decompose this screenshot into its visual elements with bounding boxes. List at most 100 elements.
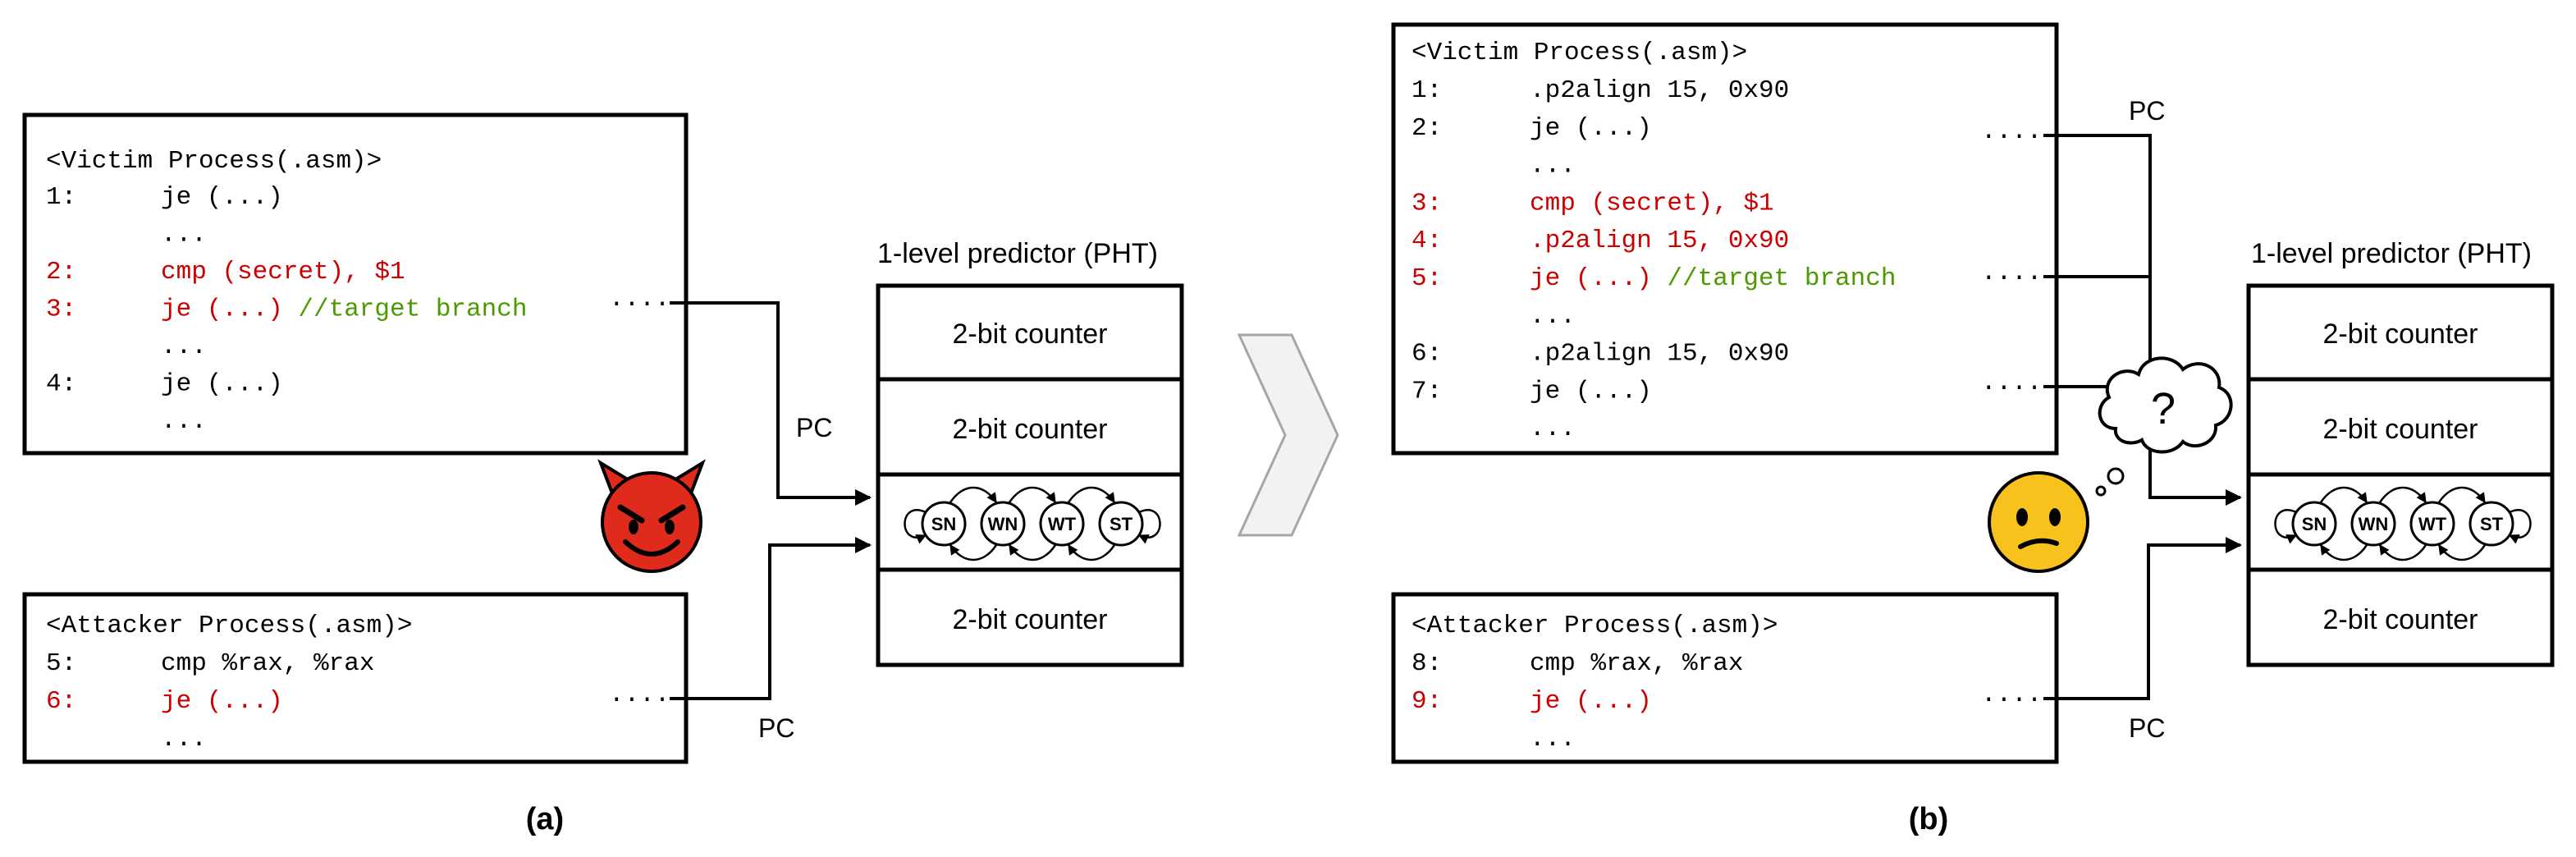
code-line-number: 3:	[1412, 189, 1442, 218]
fsm-transition-up	[1067, 486, 1116, 504]
pht-table: 2-bit counter 2-bit counter 2-bit counte…	[876, 283, 1184, 667]
code-line-text: cmp (secret), $1	[161, 258, 405, 286]
pht-cell-label: 2-bit counter	[953, 414, 1108, 445]
fsm-transition-up	[949, 486, 998, 504]
code-line-number: 5:	[46, 649, 76, 678]
pc-label-attacker: PC	[758, 713, 794, 743]
attacker-process-box: <Attacker Process(.asm)> 8:cmp %rax, %ra…	[1391, 592, 2059, 764]
code-line-text: cmp %rax, %rax	[1530, 649, 1743, 678]
code-line-text: cmp %rax, %rax	[161, 649, 374, 678]
code-line-text: .p2align 15, 0x90	[1530, 227, 1789, 255]
fsm-state-label: WN	[988, 514, 1018, 534]
victim-dots: ....	[1981, 259, 2042, 287]
fsm-transition-down	[2319, 543, 2368, 561]
code-line-text: ...	[1530, 302, 1576, 331]
pht-cell-label: 2-bit counter	[953, 604, 1108, 635]
code-line-number: 6:	[46, 687, 76, 716]
fsm-self-loop	[2508, 509, 2532, 544]
attacker-pc-wire	[670, 537, 872, 700]
victim-code-lines: 1: .p2align 15, 0x90 2: je (...)... 3: cmp (s…	[1412, 76, 1896, 443]
attacker-process-title: <Attacker Process(.asm)>	[1412, 612, 1778, 640]
code-line-text: je (...)	[161, 296, 283, 324]
fsm-transition-up	[2378, 486, 2427, 504]
fsm-state-label: WN	[2359, 514, 2389, 534]
fsm-state-label: WT	[2418, 514, 2447, 534]
pht-cell-label: 2-bit counter	[2323, 604, 2478, 635]
fsm-state-label: SN	[931, 514, 957, 534]
code-line-number: 1:	[1412, 76, 1442, 105]
code-line-text: ...	[1530, 725, 1576, 754]
fsm-transition-down	[949, 543, 998, 561]
fsm-state	[2468, 501, 2514, 547]
pc-label-victim: PC	[796, 413, 832, 442]
pht-cell	[2246, 377, 2555, 477]
code-line-text: ...	[1530, 415, 1576, 443]
caption-b: (b)	[1909, 802, 1949, 836]
code-line-text: je (...)	[1530, 377, 1652, 406]
fsm-state	[1039, 501, 1085, 547]
victim-dots: ....	[609, 285, 670, 314]
victim-dots: ....	[1981, 369, 2042, 397]
code-line-text: je (...)	[161, 687, 283, 716]
code-line-text: .p2align 15, 0x90	[1530, 340, 1789, 369]
fsm-transition-up	[1008, 486, 1057, 504]
thought-cloud-icon: ?	[2095, 356, 2233, 497]
pht-table: 2-bit counter 2-bit counter 2-bit counte…	[2246, 283, 2555, 667]
pc-label-attacker: PC	[2129, 713, 2165, 743]
fsm-state	[2291, 501, 2337, 547]
code-comment: //target branch	[298, 296, 527, 324]
devil-face-icon	[597, 459, 706, 573]
pht-cell	[2246, 567, 2555, 667]
code-line-text: ...	[1530, 152, 1576, 181]
fsm-self-loop	[1137, 509, 1161, 544]
confused-face-icon	[1988, 471, 2089, 573]
fsm-state	[921, 501, 967, 547]
code-comment: //target branch	[1667, 264, 1896, 293]
fsm-state-label: WT	[1048, 514, 1077, 534]
fsm-transition-down	[1067, 543, 1116, 561]
fsm-state-label: ST	[1110, 514, 1133, 534]
predictor-title: 1-level predictor (PHT)	[877, 238, 1158, 269]
code-line-text: ...	[161, 332, 207, 361]
code-line-text: je (...)	[1530, 687, 1652, 716]
fsm-state	[2350, 501, 2396, 547]
code-line-number: 6:	[1412, 340, 1442, 369]
pht-cell-label: 2-bit counter	[953, 319, 1108, 350]
fsm-transition-up	[2319, 486, 2368, 504]
code-line-text: cmp (secret), $1	[1530, 189, 1774, 218]
pht-cell	[876, 377, 1184, 477]
state-machine: SN WN WT ST	[904, 486, 1161, 561]
fsm-state-label: ST	[2480, 514, 2504, 534]
code-line-text: je (...)	[1530, 114, 1652, 143]
code-line-number: 4:	[46, 370, 76, 399]
pht-cell	[876, 567, 1184, 667]
predictor-title: 1-level predictor (PHT)	[2251, 238, 2532, 269]
fsm-transition-down	[2378, 543, 2427, 561]
code-line-text: je (...)	[161, 183, 283, 212]
pht-cell-label: 2-bit counter	[2323, 319, 2478, 350]
code-line-number: 4:	[1412, 227, 1442, 255]
attacker-process-box: <Attacker Process(.asm)> 5:cmp %rax, %ra…	[22, 592, 689, 764]
code-line-text: je (...)	[161, 370, 283, 399]
code-line-number: 2:	[46, 258, 76, 286]
code-line-text: ...	[161, 221, 207, 250]
chevron-right-icon	[1237, 333, 1339, 537]
code-line-number: 2:	[1412, 114, 1442, 143]
code-line-number: 5:	[1412, 264, 1442, 293]
fsm-self-loop	[904, 509, 927, 544]
code-line-number: 1:	[46, 183, 76, 212]
victim-pc-wire	[670, 301, 872, 506]
pht-cell-label: 2-bit counter	[2323, 414, 2478, 445]
fsm-state-label: SN	[2302, 514, 2327, 534]
attacker-pc-wire	[2043, 537, 2242, 700]
fsm-state	[980, 501, 1026, 547]
victim-process-title: <Victim Process(.asm)>	[1412, 39, 1747, 67]
pc-label-victim: PC	[2129, 96, 2165, 126]
code-line-number: 9:	[1412, 687, 1442, 716]
panel-a: <Victim Process(.asm)> 1:je (...)...2:cm…	[22, 112, 1184, 836]
code-line-number: 7:	[1412, 377, 1442, 406]
code-line-text: .p2align 15, 0x90	[1530, 76, 1789, 105]
caption-a: (a)	[526, 802, 564, 836]
